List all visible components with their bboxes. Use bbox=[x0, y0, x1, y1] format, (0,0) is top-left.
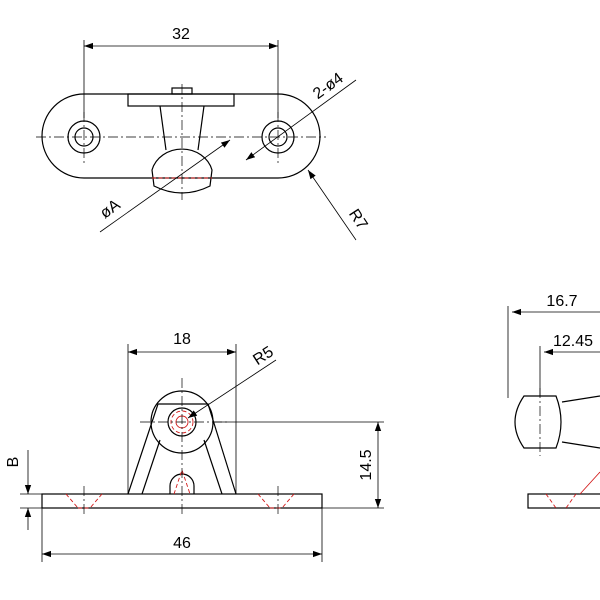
dim-height: 14.5 bbox=[358, 449, 375, 480]
dim-side-ball-offset: 12.45 bbox=[553, 333, 593, 350]
dim-ball-top-width: 18 bbox=[173, 331, 191, 348]
side-view-base-plate bbox=[527, 493, 600, 509]
dim-holes-leader bbox=[245, 79, 357, 161]
side-view-ball bbox=[514, 395, 562, 449]
top-view-stud-plate bbox=[127, 93, 235, 107]
top-view-base-outline bbox=[41, 93, 321, 179]
top-view-ball bbox=[151, 148, 213, 194]
front-view-countersink-left bbox=[65, 493, 103, 509]
top-view-hole-right-inner bbox=[268, 127, 288, 147]
dim-ball-dia-leader bbox=[99, 139, 231, 233]
dim-holes: 2-ø4 bbox=[310, 70, 347, 103]
dim-base-length: 46 bbox=[173, 535, 191, 552]
dim-side-overall: 16.7 bbox=[546, 293, 577, 310]
front-view-bracket-inner bbox=[141, 439, 223, 495]
front-view-countersink-right bbox=[257, 493, 295, 509]
dim-ball-radius-leader bbox=[187, 359, 277, 419]
top-view: 32 2-ø4 øA R7 bbox=[36, 26, 371, 241]
front-view: 18 R5 14.5 B 46 bbox=[5, 331, 384, 562]
side-view-neck bbox=[561, 395, 600, 449]
dim-hole-spacing: 32 bbox=[172, 26, 190, 43]
dim-end-radius: R7 bbox=[345, 206, 370, 232]
front-view-arch-hidden bbox=[173, 468, 191, 495]
dim-ball-radius: R5 bbox=[250, 343, 276, 368]
side-view-countersink bbox=[545, 493, 577, 509]
side-view: 16.7 12.45 bbox=[507, 293, 600, 509]
dim-end-radius-leader bbox=[307, 169, 357, 241]
side-view-rib bbox=[579, 471, 600, 495]
top-view-neck bbox=[159, 105, 205, 151]
front-view-bracket-body bbox=[127, 403, 237, 495]
dim-base-thickness: B bbox=[5, 457, 22, 468]
